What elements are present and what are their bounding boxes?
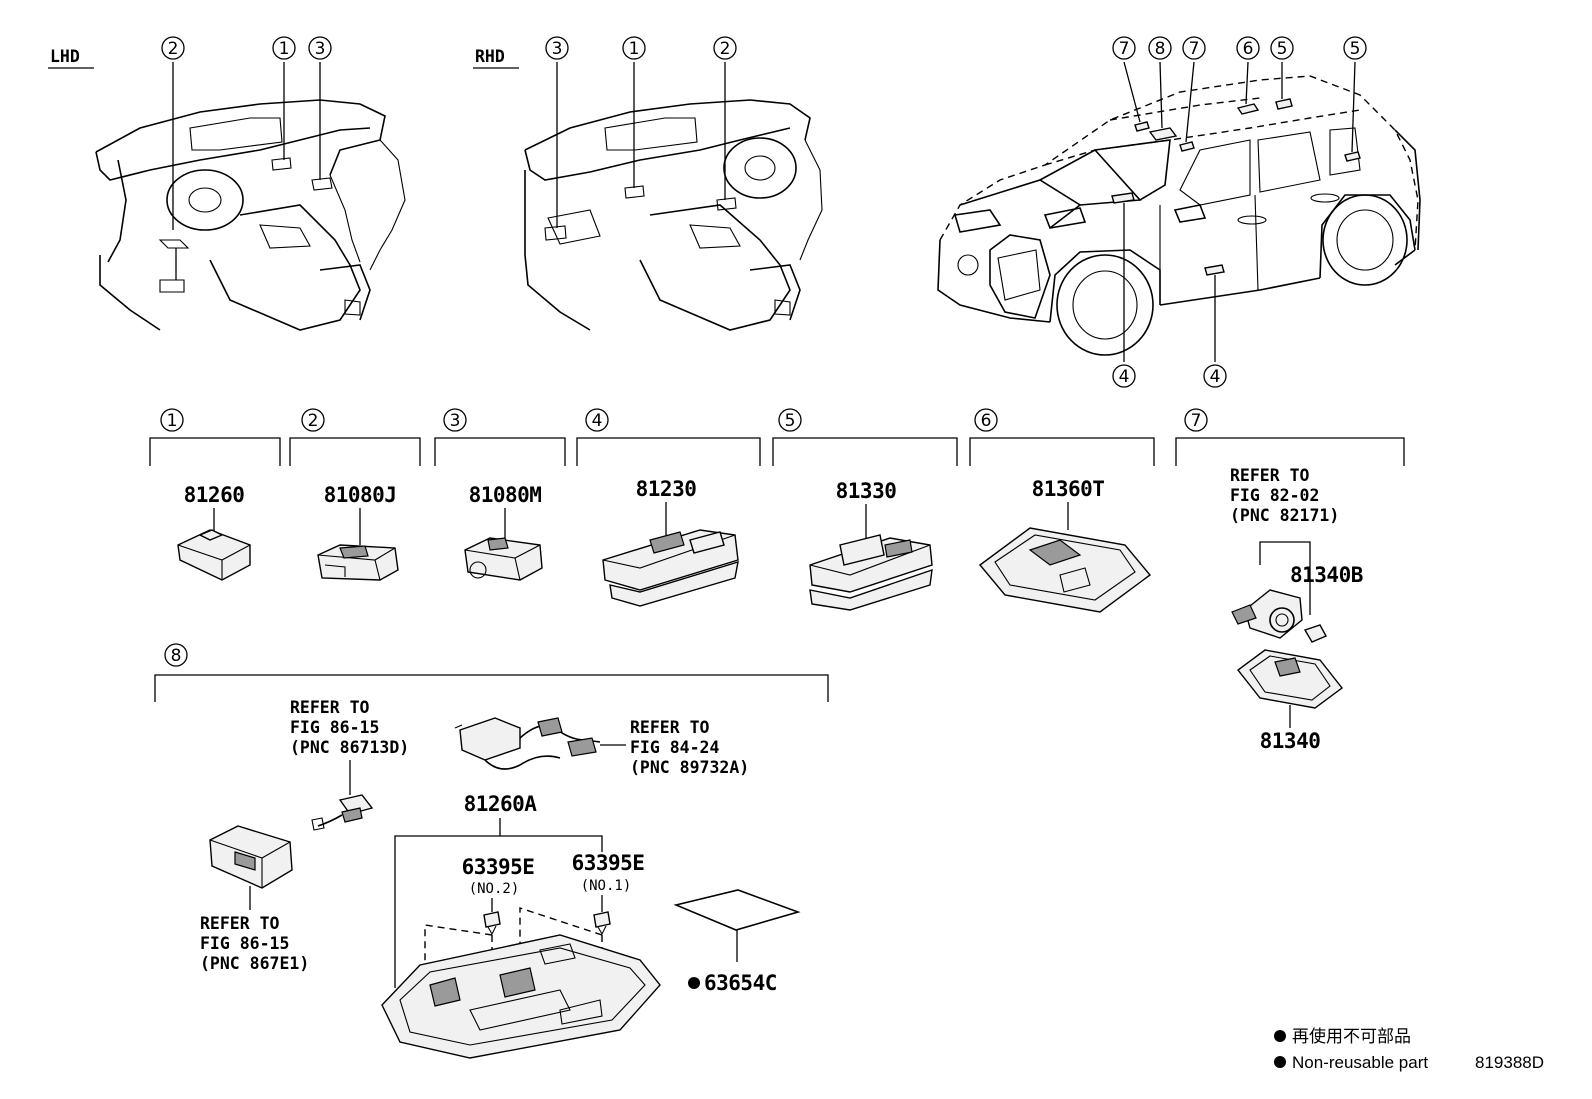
legend-jp: 再使用不可部品: [1292, 1026, 1411, 1046]
vehicle-callout-5a: 5: [1270, 36, 1294, 60]
clip-no1-illustration: [593, 911, 611, 936]
group-1-number: 1: [167, 411, 178, 431]
part-81360T-illustration: [978, 527, 1152, 613]
part-81260A: 81260A: [464, 792, 538, 816]
group-4-number: 4: [592, 411, 603, 431]
vehicle-callout-8: 8: [1148, 36, 1172, 60]
refer-c-line3: (PNC 867E1): [200, 954, 309, 973]
part-81230-illustration: [602, 529, 739, 607]
part-81260-illustration: [177, 529, 251, 581]
group-3: 3 81080M: [434, 408, 566, 581]
svg-text:2: 2: [168, 39, 179, 59]
rhd-callout-1: 1: [622, 36, 646, 60]
refer-c-line2: FIG 86-15: [200, 934, 289, 953]
part-81260: 81260: [184, 483, 245, 507]
group-8: 8 REFER TO FIG 86-15 (PNC 86713D) REFER …: [154, 643, 829, 1059]
clip-no2-part: 63395E: [462, 855, 535, 879]
vehicle-callout-4a: 4: [1112, 364, 1136, 388]
bulb-socket-illustration: [1231, 589, 1303, 639]
part-81330-illustration: [809, 534, 933, 611]
part-81080J-illustration: [317, 544, 399, 581]
control-module-illustration: [209, 825, 293, 889]
group-6-number: 6: [981, 411, 992, 431]
refer-b-line1: REFER TO: [630, 718, 710, 737]
rhd-dashboard-view: RHD 3 1 2: [473, 36, 823, 331]
figure-id: 819388D: [1475, 1053, 1544, 1072]
vehicle-callout-6: 6: [1236, 36, 1260, 60]
lhd-callout-3: 3: [308, 36, 332, 60]
svg-text:3: 3: [315, 39, 326, 59]
clip-no2-illustration: [483, 911, 501, 936]
vehicle-view: 7 8 7 6 5 5 4 4: [937, 36, 1421, 388]
part-81340-illustration: [1237, 649, 1343, 709]
vehicle-callout-7b: 7: [1182, 36, 1206, 60]
vehicle-callout-5b: 5: [1343, 36, 1367, 60]
part-81230: 81230: [636, 477, 697, 501]
vehicle-callout-7a: 7: [1112, 36, 1136, 60]
rhd-callout-3: 3: [545, 36, 569, 60]
group-2: 2 81080J: [289, 408, 421, 581]
bulb-81340B-illustration: [1303, 624, 1327, 643]
rhd-label: RHD: [475, 47, 505, 66]
vehicle-callout-4b: 4: [1203, 364, 1227, 388]
svg-text:6: 6: [1243, 39, 1254, 59]
refer-a-line2: FIG 86-15: [290, 718, 379, 737]
legend: 再使用不可部品 Non-reusable part 819388D: [1274, 1026, 1544, 1072]
part-81340B: 81340B: [1290, 563, 1363, 587]
group-4: 4 81230: [576, 408, 761, 607]
svg-text:3: 3: [552, 39, 563, 59]
svg-text:7: 7: [1119, 39, 1130, 59]
refer-a-line1: REFER TO: [290, 698, 370, 717]
lhd-callout-2: 2: [161, 36, 185, 60]
part-81080J: 81080J: [324, 483, 397, 507]
part-81330: 81330: [836, 479, 897, 503]
lhd-label: LHD: [50, 47, 80, 66]
rhd-callout-2: 2: [713, 36, 737, 60]
group-8-number: 8: [171, 646, 182, 666]
part-81340: 81340: [1260, 729, 1321, 753]
svg-text:5: 5: [1350, 39, 1361, 59]
legend-bullet-icon: [1274, 1030, 1286, 1042]
svg-text:5: 5: [1277, 39, 1288, 59]
part-63654C: 63654C: [704, 971, 777, 995]
group-1: 1 81260: [149, 408, 281, 581]
svg-text:2: 2: [720, 39, 731, 59]
group7-refer-line1: REFER TO: [1230, 466, 1310, 485]
refer-b-line2: FIG 84-24: [630, 738, 719, 757]
wire-connector-illustration: [311, 794, 374, 831]
part-81080M-illustration: [464, 537, 543, 581]
lhd-dashboard-view: LHD 2 1 3: [48, 36, 406, 331]
legend-bullet-icon: [1274, 1056, 1286, 1068]
group-6: 6 81360T: [969, 408, 1155, 613]
refer-c-line1: REFER TO: [200, 914, 280, 933]
svg-text:4: 4: [1119, 367, 1130, 387]
pad-63654C-illustration: [673, 889, 801, 931]
non-reusable-mark-icon: [688, 977, 700, 989]
svg-text:8: 8: [1155, 39, 1166, 59]
group-7: 7 REFER TO FIG 82-02 (PNC 82171) 81340B …: [1175, 408, 1405, 753]
svg-text:7: 7: [1189, 39, 1200, 59]
svg-text:4: 4: [1210, 367, 1221, 387]
clip-no1-sub: (NO.1): [581, 878, 632, 894]
refer-a-line3: (PNC 86713D): [290, 738, 409, 757]
lhd-callout-1: 1: [272, 36, 296, 60]
group7-refer-line2: FIG 82-02: [1230, 486, 1319, 505]
clip-no1-part: 63395E: [572, 851, 645, 875]
part-81360T: 81360T: [1032, 477, 1105, 501]
group-2-number: 2: [308, 411, 319, 431]
group-5: 5 81330: [772, 408, 958, 611]
housing-81260A-illustration: [381, 934, 661, 1059]
group7-refer-line3: (PNC 82171): [1230, 506, 1339, 525]
part-81080M: 81080M: [469, 483, 542, 507]
group-7-number: 7: [1191, 411, 1202, 431]
legend-en: Non-reusable part: [1292, 1053, 1428, 1072]
svg-text:1: 1: [279, 39, 290, 59]
group-5-number: 5: [785, 411, 796, 431]
group-3-number: 3: [450, 411, 461, 431]
refer-b-line3: (PNC 89732A): [630, 758, 749, 777]
wire-harness-illustration: [454, 717, 601, 770]
svg-text:1: 1: [629, 39, 640, 59]
clip-no2-sub: (NO.2): [469, 881, 520, 897]
